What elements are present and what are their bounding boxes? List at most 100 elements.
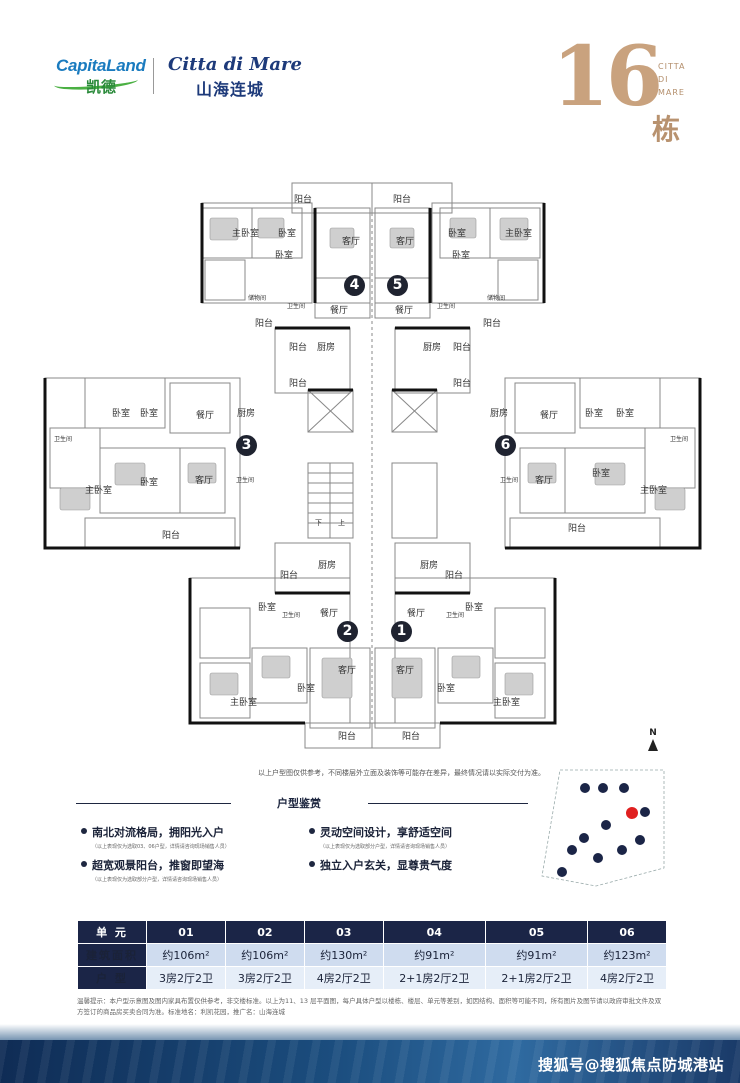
floor-plan: 阳台 阳台 主卧室 卧室 客厅 客厅 卧室 主卧室 卧室 卧室 储物间 卫生间 … (40, 178, 705, 750)
room-label: 厨房 (237, 409, 256, 419)
room-label: 卧室 (140, 478, 159, 488)
table-unit-cell: 06 (587, 920, 667, 944)
unit-marker-1: 1 (391, 621, 412, 642)
table-type-cell: 3房2厅2卫 (224, 966, 305, 990)
building-number: 16 (552, 29, 663, 125)
room-label: 阳台 (568, 524, 587, 534)
watermark: 搜狐号@搜狐焦点防城港站 (537, 1056, 724, 1074)
citta-di-mare-logo: Citta di Mare (168, 54, 302, 75)
table-unit-cell: 05 (484, 920, 589, 944)
unit-table: 单 元 01 02 03 04 05 06 建筑面积 约106m² 约106m²… (77, 920, 667, 990)
room-label: 客厅 (195, 476, 214, 486)
table-type-cell: 4房2厅2卫 (303, 966, 384, 990)
table-unit-cell: 01 (146, 920, 226, 944)
room-label: 阳台 (289, 343, 308, 353)
room-label: 卧室 (585, 409, 604, 419)
unit-table-area-row: 建筑面积 约106m² 约106m² 约130m² 约91m² 约91m² 约1… (77, 943, 667, 967)
room-label: 卫生间 (500, 477, 519, 484)
room-label: 卧室 (297, 684, 316, 694)
room-label: 卧室 (448, 229, 467, 239)
header: CapitaLand 凯德 Citta di Mare 山海连城 16 CITT… (0, 0, 740, 150)
room-label: 客厅 (342, 237, 361, 247)
table-unit-cell: 02 (224, 920, 305, 944)
room-label: 主卧室 (232, 229, 260, 239)
table-unit-cell: 03 (303, 920, 384, 944)
feature-note: （以上表现仅为选取03、06户型，详情请咨询现场销售人员） (92, 844, 230, 850)
brand-small-text: CITTA DI MARE (658, 60, 685, 99)
brand-small-line: MARE (658, 88, 685, 97)
room-label: 卧室 (275, 251, 294, 261)
footer-banner (0, 1024, 740, 1083)
room-label: 餐厅 (395, 306, 414, 316)
room-label: 卫生间 (446, 612, 465, 619)
north-label: N (649, 728, 657, 738)
features-title: 户型鉴赏 (277, 797, 321, 810)
room-label: 厨房 (423, 343, 442, 353)
room-label: 卧室 (112, 409, 131, 419)
room-label: 主卧室 (230, 698, 258, 708)
room-label: 阳台 (289, 379, 308, 389)
feature-item: 南北对流格局，拥阳光入户 (81, 826, 224, 839)
table-unit-cell: 04 (382, 920, 486, 944)
room-label: 卧室 (452, 251, 471, 261)
feature-item: 独立入户玄关，显尊贵气度 (309, 859, 452, 872)
room-label: 卧室 (278, 229, 297, 239)
table-area-cell: 约106m² (224, 943, 305, 967)
room-label: 卧室 (437, 684, 456, 694)
room-label: 卧室 (616, 409, 635, 419)
room-label: 餐厅 (540, 411, 559, 421)
unit-marker-3: 3 (236, 435, 257, 456)
room-label: 客厅 (535, 476, 554, 486)
table-type-cell: 4房2厅2卫 (587, 966, 667, 990)
room-label: 阳台 (280, 571, 299, 581)
unit-marker-4: 4 (344, 275, 365, 296)
room-label: 卧室 (140, 409, 159, 419)
room-label: 阳台 (453, 379, 472, 389)
room-label: 厨房 (420, 561, 439, 571)
room-label: 餐厅 (407, 609, 426, 619)
room-label: 卫生间 (670, 436, 689, 443)
table-header-cell: 单 元 (77, 920, 147, 944)
feature-note: （以上表现仅为选取部分户型，详情请咨询现场销售人员） (320, 844, 451, 850)
feature-item: 超宽观景阳台，推窗即望海 (81, 859, 224, 872)
table-area-cell: 约123m² (587, 943, 667, 967)
north-arrow-shape (648, 739, 658, 751)
table-area-cell: 约91m² (382, 943, 486, 967)
project-name-logo: 山海连城 (196, 80, 265, 99)
table-header-cell: 建筑面积 (77, 943, 147, 967)
room-label: 餐厅 (320, 609, 339, 619)
unit-marker-2: 2 (337, 621, 358, 642)
room-label: 厨房 (317, 343, 336, 353)
brand-small-line: DI (658, 75, 669, 84)
room-label: 阳台 (402, 732, 421, 742)
capitaland-logo: CapitaLand (56, 56, 146, 75)
table-area-cell: 约106m² (146, 943, 226, 967)
brand-small-line: CITTA (658, 62, 686, 71)
features-title-line-right (368, 803, 528, 804)
unit-table-header-row: 单 元 01 02 03 04 05 06 (77, 920, 667, 944)
room-label: 主卧室 (640, 486, 668, 496)
table-area-cell: 约130m² (303, 943, 384, 967)
room-label: 储物间 (248, 295, 267, 302)
footer-note: 温馨提示：本户型示意图及图内家具布置仅供参考，非交楼标准。以上为11、13 层平… (77, 997, 662, 1016)
room-label: 阳台 (162, 531, 181, 541)
room-label: 卫生间 (287, 303, 306, 310)
room-label: 阳台 (255, 319, 274, 329)
site-map (541, 769, 665, 887)
room-label: 厨房 (490, 409, 509, 419)
site-building-markers (557, 783, 650, 877)
table-type-cell: 3房2厅2卫 (146, 966, 226, 990)
room-label: 阳台 (338, 732, 357, 742)
room-label: 客厅 (338, 666, 357, 676)
table-type-cell: 2+1房2厅2卫 (382, 966, 486, 990)
room-label: 卫生间 (236, 477, 255, 484)
room-label: 卧室 (592, 469, 611, 479)
room-label: 卧室 (465, 603, 484, 613)
room-label: 阳台 (445, 571, 464, 581)
room-label: 餐厅 (330, 306, 349, 316)
unit-marker-5: 5 (387, 275, 408, 296)
room-label: 主卧室 (505, 229, 533, 239)
room-label: 上 (338, 519, 345, 527)
plan-disclaimer: 以上户型图仅供参考，不同楼层外立面及装饰等可能存在差异，最终情况请以实际交付为准… (258, 769, 545, 777)
features-title-line-left (76, 803, 231, 804)
